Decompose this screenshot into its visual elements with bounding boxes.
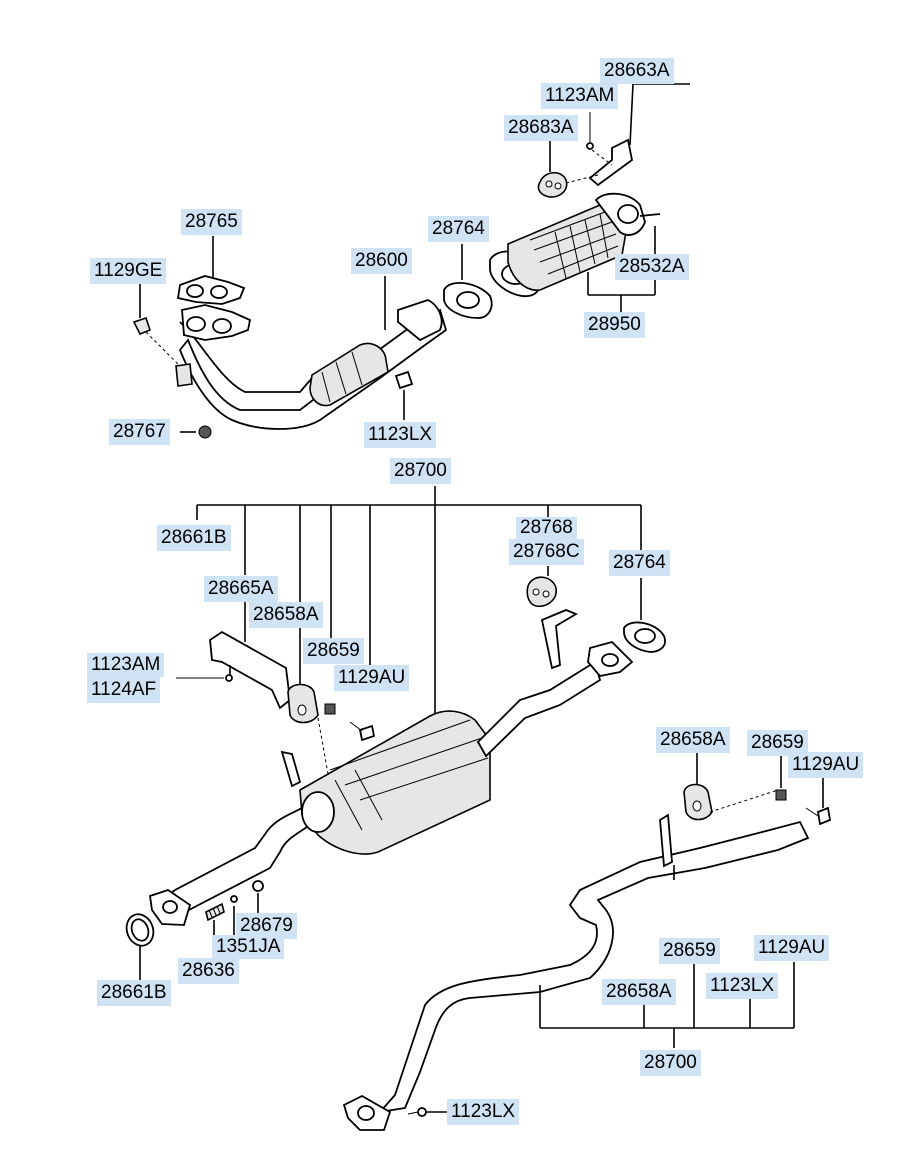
label-28950: 28950 [584, 312, 645, 338]
bolt-1129AU-left-part [349, 721, 376, 742]
gasket-28661B-bottom-part [125, 913, 155, 980]
label-28636: 28636 [178, 958, 239, 984]
gasket-28765-part [176, 236, 246, 305]
hanger-28768-part [526, 566, 557, 608]
label-28532A: 28532A [615, 254, 689, 280]
label-28658A-bottom: 28658A [602, 979, 676, 1005]
label-28767: 28767 [109, 419, 170, 445]
gasket-28764-top-part [443, 244, 493, 319]
gasket-28764-mid-part [623, 578, 666, 653]
label-28659-left: 28659 [303, 638, 364, 664]
label-1129AU-bottom: 1129AU [754, 935, 830, 961]
label-1123AM-left: 1123AM [87, 653, 165, 677]
label-28659-right: 28659 [747, 730, 808, 756]
bracket-28665A-part [176, 602, 291, 710]
bolt-1129GE-part [132, 284, 193, 387]
nut-28659-right-part [775, 752, 787, 801]
label-1129AU-left: 1129AU [334, 665, 410, 691]
label-28765: 28765 [181, 209, 242, 235]
label-28768C: 28768C [509, 539, 584, 565]
catalytic-converter-28950-part [489, 192, 661, 312]
callout-tree-28700-bottom [539, 865, 795, 1048]
label-28600: 28600 [351, 248, 412, 274]
label-28665A: 28665A [204, 576, 278, 602]
label-1123AM-top: 1123AM [541, 83, 619, 109]
hanger-28683A-part [537, 140, 599, 198]
tail-pipe-28700-part [342, 813, 810, 1131]
label-28768: 28768 [516, 517, 577, 539]
label-28683A: 28683A [504, 115, 578, 141]
label-1129AU-right: 1129AU [788, 752, 864, 778]
nut-28767-part [180, 425, 212, 439]
label-28659-bottom: 28659 [659, 938, 720, 964]
label-28764-top: 28764 [428, 216, 489, 242]
label-1123LX-mid: 1123LX [364, 422, 437, 448]
label-1129GE: 1129GE [90, 258, 167, 284]
bolt-1123AM-top-part [586, 112, 613, 166]
label-28661B-top: 28661B [157, 525, 231, 551]
bolt-1123LX-tail-part [407, 1107, 448, 1117]
bracket-28663A-part [588, 83, 690, 187]
nut-28679-part [252, 880, 264, 915]
bolt-1129AU-right-part [805, 778, 832, 826]
center-muffler-pipe-28700-part [149, 609, 634, 926]
label-28764-mid: 28764 [609, 550, 670, 576]
label-28700-bottom: 28700 [640, 1050, 701, 1076]
label-1123LX-bottom: 1123LX [706, 973, 779, 999]
bolt-1351JA-part [230, 895, 238, 935]
label-28658A-right: 28658A [656, 727, 730, 753]
label-28700-top: 28700 [390, 458, 451, 484]
nut-28659-left-part [324, 703, 336, 715]
callout-tree-28700-top [196, 486, 642, 718]
label-1124AF: 1124AF [87, 677, 161, 703]
bolt-1123LX-mid-part [394, 370, 414, 420]
label-28658A-left: 28658A [249, 602, 323, 628]
label-28661B-bottom: 28661B [97, 980, 171, 1006]
label-1351JA: 1351JA [212, 935, 285, 959]
label-28679: 28679 [236, 913, 297, 939]
hanger-28658A-right-part [683, 752, 779, 821]
label-1123LX-tail: 1123LX [447, 1099, 520, 1125]
label-28663A: 28663A [600, 58, 674, 84]
front-pipe-28600-part [178, 276, 448, 430]
